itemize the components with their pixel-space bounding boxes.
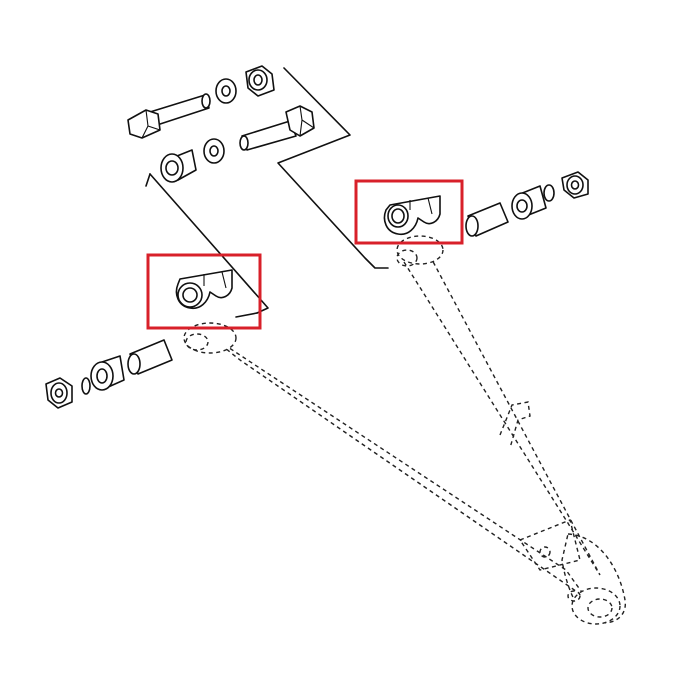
nut-top [245, 65, 275, 97]
slotted-cam-plate-upper [383, 195, 441, 236]
washer-right [543, 184, 555, 202]
washer-top [215, 78, 237, 104]
a-arm-frame [183, 235, 626, 625]
highlight-box-upper [354, 179, 464, 245]
slotted-cam-plate-lower [175, 269, 233, 310]
flanged-bushing-right [511, 185, 547, 220]
long-bolt [127, 93, 211, 139]
washer-left [81, 377, 91, 395]
nut-left [45, 377, 73, 409]
flanged-bushing-left [160, 149, 197, 183]
flanged-bushing-lower [90, 355, 125, 391]
highlight-box-lower [146, 253, 262, 330]
pivot-pin-right [465, 202, 509, 237]
bolt-shaft-middle [239, 105, 315, 151]
pivot-pin-left [127, 339, 173, 375]
nut-right [561, 171, 589, 199]
washer-middle [203, 138, 225, 164]
